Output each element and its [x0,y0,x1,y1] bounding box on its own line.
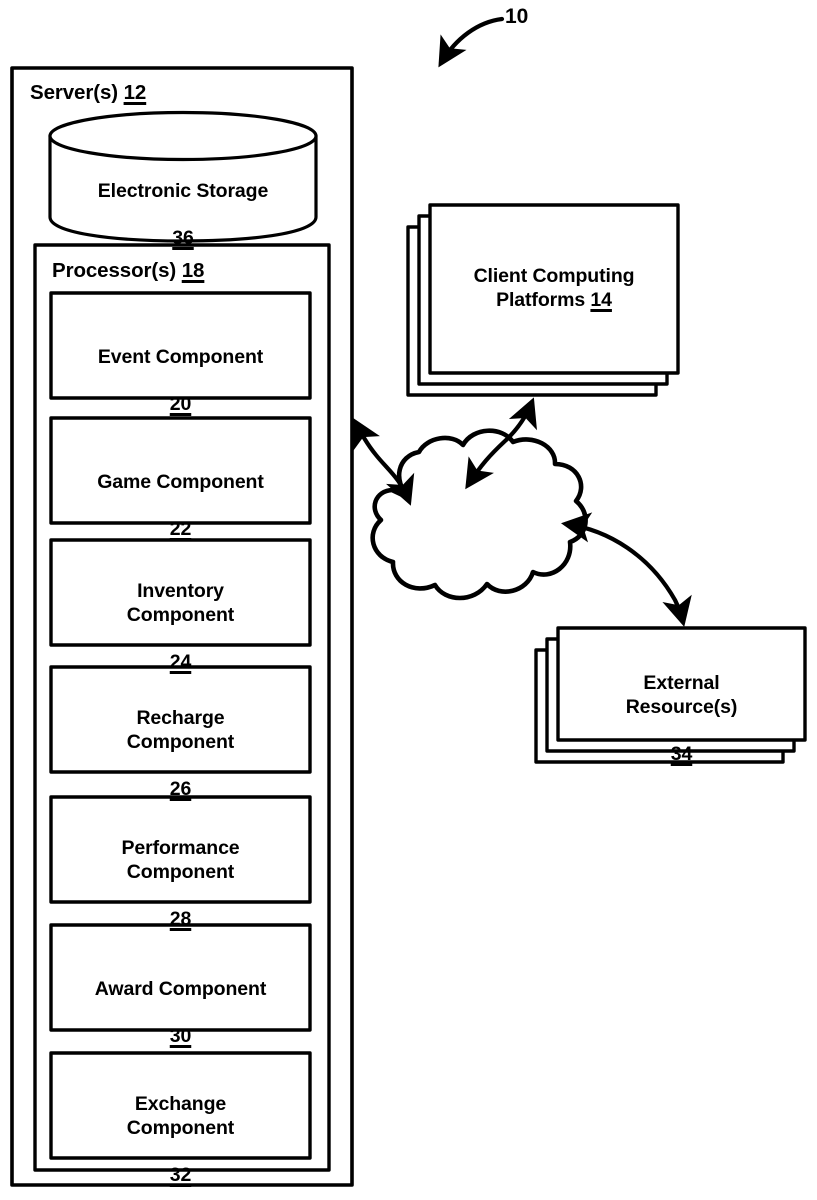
electronic-storage-cylinder [48,110,318,243]
component-ref: 24 [169,651,192,674]
component-ref: 26 [169,778,192,801]
figure-callout-leader [438,16,505,68]
electronic-storage-title: Electronic Storage [97,179,269,202]
component-ref: 32 [169,1164,192,1187]
client-platforms-stack [406,203,680,397]
component-ref: 22 [169,518,192,541]
component-label-recharge: Recharge Component 26 [51,683,310,826]
arrow-cloud-to-server [352,417,415,506]
component-box-inventory [49,538,312,647]
processor-ref: 18 [181,259,205,282]
component-label-event: Event Component 20 [51,322,310,441]
component-box-award [49,923,312,1032]
component-ref: 28 [169,908,192,931]
server-title: Server(s) 12 [30,80,146,105]
server-ref: 12 [123,81,147,104]
external-resources-ref: 34 [670,743,693,766]
component-name: Award Component [94,977,267,1000]
component-name: Inventory Component [126,579,235,626]
figure-callout-number: 10 [505,5,529,28]
component-ref: 30 [169,1025,192,1048]
client-platforms-ref: 14 [590,288,612,311]
client-platform-layer-front [428,203,680,375]
external-resources-title: External Resource(s) [625,671,738,718]
component-box-exchange [49,1051,312,1160]
component-name: Game Component [97,470,264,493]
component-label-exchange: Exchange Component 32 [51,1069,310,1200]
external-resource-layer-front [556,626,807,742]
client-platforms-title: Client Computing Platforms [473,265,635,311]
component-ref: 20 [169,393,192,416]
external-resources-stack [534,626,807,764]
component-label-award: Award Component 30 [51,954,310,1073]
electronic-storage-label: Electronic Storage 36 [50,156,316,275]
cloud-icon [370,428,588,601]
component-box-performance [49,795,312,904]
client-platforms-label: Client Computing Platforms 14 [430,265,678,313]
component-box-event [49,291,312,400]
external-resources-label: External Resource(s) 34 [558,648,805,791]
arrow-cloud-to-external [561,512,692,627]
component-name: Recharge Component [126,706,235,753]
component-box-game [49,416,312,525]
component-label-game: Game Component 22 [51,447,310,566]
electronic-storage-ref: 36 [172,227,194,250]
component-box-recharge [49,665,312,774]
arrow-cloud-to-clients [465,397,537,490]
processor-title: Processor(s) 18 [52,258,204,283]
component-name: Performance Component [121,836,240,883]
component-name: Exchange Component [126,1092,235,1139]
server-title-text: Server(s) [30,81,124,104]
component-label-performance: Performance Component 28 [51,813,310,956]
processor-title-text: Processor(s) [52,259,182,282]
component-label-inventory: Inventory Component 24 [51,556,310,699]
component-name: Event Component [97,345,264,368]
